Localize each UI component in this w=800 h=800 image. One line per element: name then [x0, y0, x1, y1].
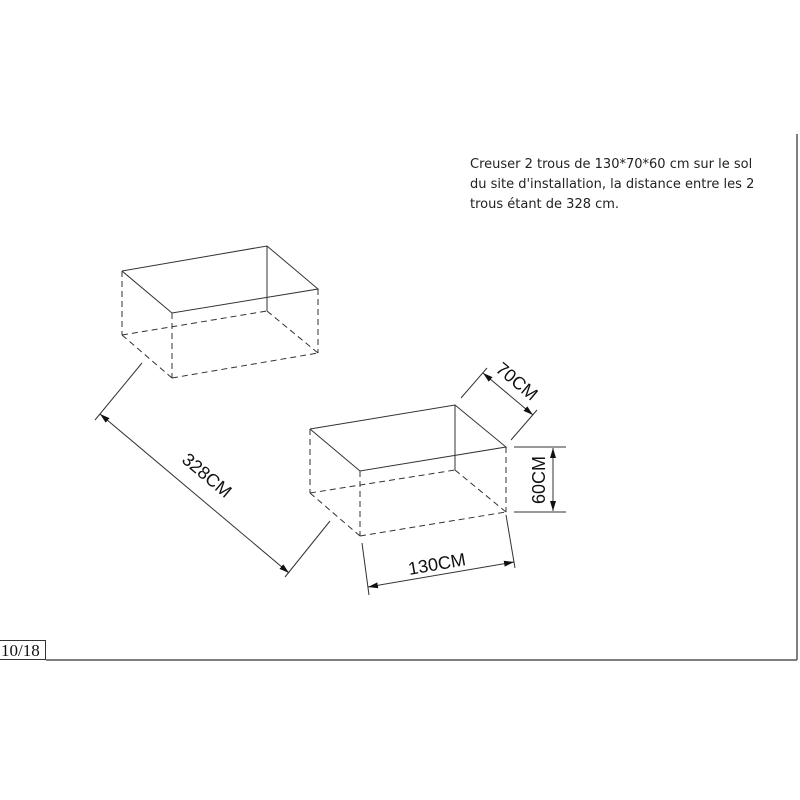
note-line: du site d'installation, la distance entr…: [470, 177, 755, 192]
distance-label: 328CM: [178, 449, 235, 502]
note-line: Creuser 2 trous de 130*70*60 cm sur le s…: [470, 157, 753, 172]
length-label: 130CM: [407, 549, 468, 579]
instruction-note: Creuser 2 trous de 130*70*60 cm sur le s…: [470, 155, 790, 215]
height-label: 60CM: [529, 456, 549, 504]
distance-dimension: [94, 362, 331, 578]
length-dimension: [361, 514, 516, 596]
page-frame: [46, 134, 798, 661]
width-dimension: [460, 367, 538, 441]
page-number: 10/18: [0, 640, 46, 660]
height-dimension: [514, 446, 566, 513]
note-line: trous étant de 328 cm.: [470, 197, 620, 212]
left-hole-box: [121, 245, 320, 379]
right-hole-box: [309, 404, 508, 537]
width-label: 70CM: [492, 358, 542, 404]
